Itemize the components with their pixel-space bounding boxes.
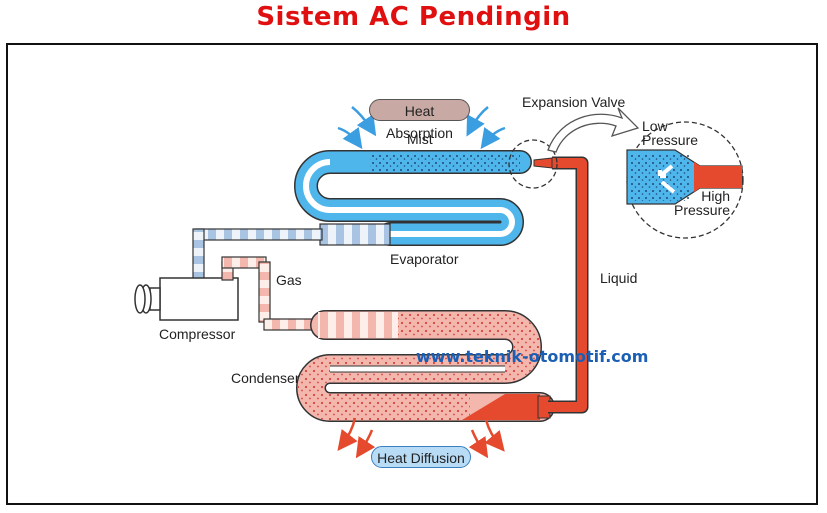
liquid-line: [533, 156, 589, 414]
evaporator-coil: [294, 150, 532, 246]
heat-diffusion-arrows: [337, 417, 505, 459]
page-title: Sistem AC Pendingin: [256, 2, 571, 32]
suction-pipe: [192, 228, 323, 283]
expansion-valve-label: Expansion Valve: [522, 94, 626, 110]
expansion-valve-detail: [626, 121, 744, 239]
liquid-label: Liquid: [600, 270, 638, 286]
expansion-valve-marker: [508, 139, 558, 189]
high-pressure-label: High Pressure: [674, 188, 731, 218]
zoom-arrow: [547, 107, 640, 153]
heat-diffusion-label: Heat Diffusion: [371, 446, 471, 468]
heat-absorption-label: Heat Absorption: [369, 99, 470, 141]
compressor: [134, 277, 239, 321]
condenser-label: Condenser: [231, 370, 300, 386]
watermark-url: www.teknik-otomotif.com: [416, 347, 649, 366]
compressor-label: Compressor: [159, 326, 236, 342]
discharge-pipe: [221, 256, 325, 331]
condenser-coil: [296, 310, 555, 422]
mist-label: Mist: [407, 131, 433, 147]
low-pressure-label: Low Pressure: [642, 118, 699, 148]
gas-label: Gas: [276, 272, 302, 288]
diagram-frame: [6, 43, 818, 505]
evaporator-label: Evaporator: [390, 251, 459, 267]
heat-absorption-arrows: [337, 106, 506, 150]
